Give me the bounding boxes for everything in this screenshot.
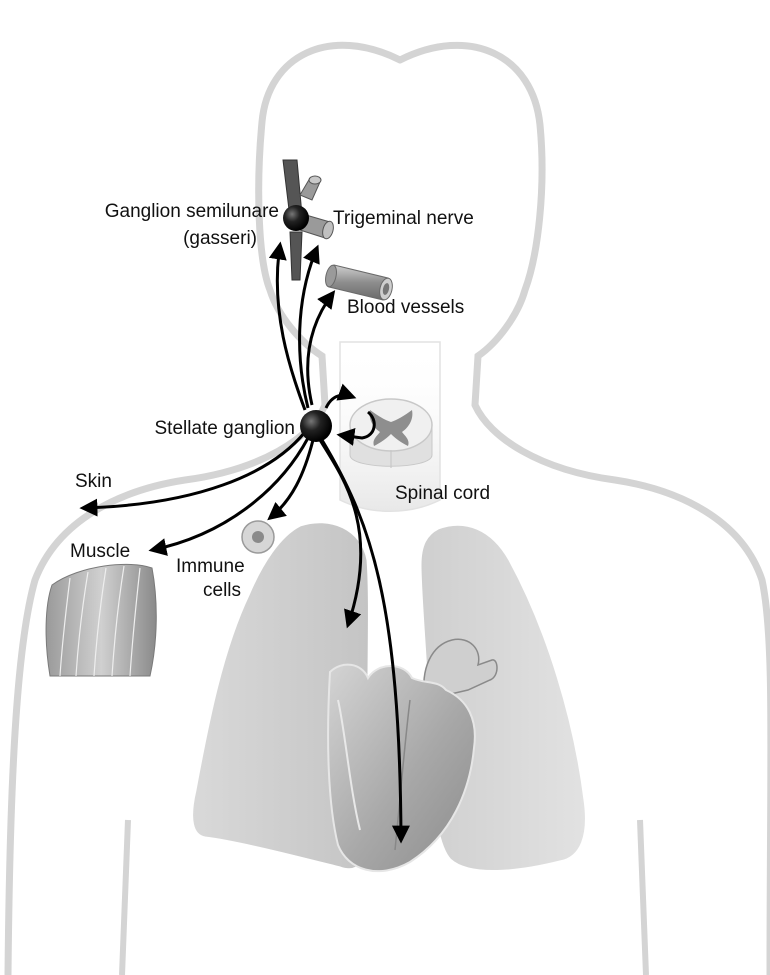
label-muscle: Muscle: [70, 541, 130, 562]
label-spinal-cord: Spinal cord: [395, 483, 490, 504]
arm-outline-right: [640, 820, 646, 975]
muscle-illustration: [46, 564, 156, 676]
stellate-ganglion-node: [300, 410, 332, 442]
muscle-shape: [46, 564, 156, 676]
arrow-to-muscle: [152, 438, 308, 550]
label-gasseri: (gasseri): [183, 228, 257, 249]
immune-cell: [242, 521, 274, 553]
blood-vessel-illustration: [324, 264, 395, 301]
label-trigeminal-nerve: Trigeminal nerve: [333, 208, 474, 229]
label-cells: cells: [203, 580, 241, 601]
label-stellate-ganglion: Stellate ganglion: [155, 418, 296, 439]
label-skin: Skin: [75, 471, 112, 492]
label-blood-vessels: Blood vessels: [347, 297, 464, 318]
label-immune: Immune: [176, 556, 245, 577]
ganglion-semilunare-node: [283, 205, 309, 231]
trigeminal-structure: [283, 160, 335, 280]
spinal-cord-section: [350, 399, 432, 468]
arm-outline-left: [122, 820, 128, 975]
label-ganglion-semilunare: Ganglion semilunare: [105, 201, 279, 222]
